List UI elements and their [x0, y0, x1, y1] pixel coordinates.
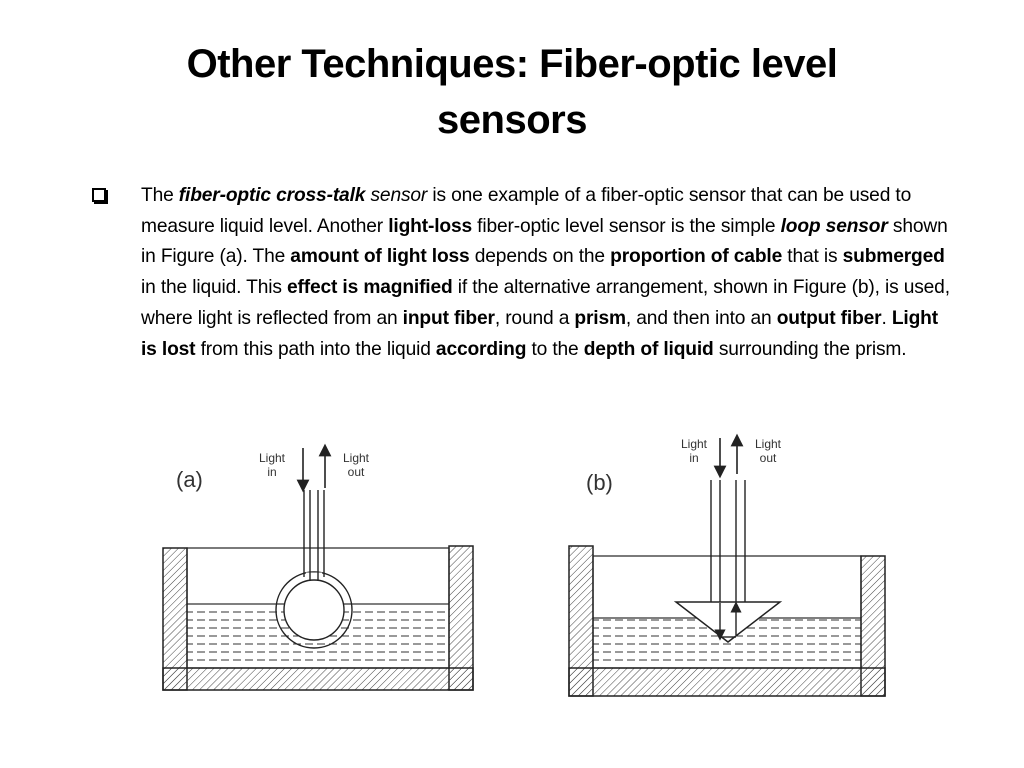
paragraph-run: output fiber — [776, 307, 882, 329]
paragraph-run: input fiber — [402, 307, 495, 329]
paragraph-run: Light is lost — [141, 307, 938, 360]
slide-title: Other Techniques: Fiber-optic level sens… — [90, 36, 934, 148]
paragraph-run: surrounding the prism. — [713, 338, 907, 360]
figure-a-loop-sensor: (a) Light in Light out — [160, 432, 480, 694]
paragraph-run: loop sensor — [780, 215, 888, 237]
figure-a-diagram: (a) Light in Light out — [162, 443, 474, 691]
figure-a-light-in-label: Light — [259, 451, 286, 465]
figure-b-prism-sensor: (b) Light in Light out — [566, 432, 896, 702]
paragraph-run: proportion of cable — [610, 246, 783, 268]
checkbox-bullet-icon — [92, 188, 106, 202]
figure-b-prism — [673, 601, 783, 643]
figure-a-vessel — [162, 545, 474, 691]
paragraph-run: fiber-optic level sensor is the simple — [472, 215, 781, 237]
paragraph-run: to the — [526, 338, 584, 360]
paragraph-run: prism — [574, 307, 626, 329]
bullet-paragraph: The fiber-optic cross-talk sensor is one… — [141, 181, 951, 365]
paragraph-run: , and then into an — [625, 307, 777, 329]
paragraph-run: shown in Figure (a). The — [141, 215, 948, 268]
figure-a-fiber-loop — [275, 490, 353, 649]
figure-a-label: (a) — [176, 467, 203, 492]
paragraph-run: that is — [782, 246, 843, 268]
paragraph-run: amount of light loss — [290, 246, 470, 268]
slide-title-line-2: sensors — [437, 98, 587, 142]
figure-b-light-out-label: Light — [755, 437, 782, 451]
paragraph-run: fiber-optic cross-talk — [178, 185, 366, 206]
paragraph-run: depth of liquid — [583, 338, 714, 360]
paragraph-run: sensor — [370, 185, 428, 206]
figure-b-label: (b) — [586, 470, 613, 495]
figure-b-fibers — [710, 480, 746, 602]
paragraph-run: if the alternative arrangement, shown in… — [141, 277, 950, 329]
figure-b-vessel — [568, 545, 886, 697]
figure-b-light-in-label: Light — [681, 437, 708, 451]
paragraph-run: according — [435, 338, 527, 360]
figure-a-light-out-label-2: out — [348, 465, 365, 479]
figure-a-light-in-label-2: in — [267, 465, 276, 479]
paragraph-run: depends on the — [469, 246, 611, 268]
paragraph-run: is one example of a fiber-optic sensor t… — [141, 185, 912, 237]
paragraph-run: . — [881, 307, 892, 329]
figure-b-diagram: (b) Light in Light out — [568, 433, 886, 697]
paragraph-run: , round a — [494, 307, 575, 329]
paragraph-run: in the liquid. This — [141, 277, 287, 299]
paragraph-run: The — [141, 185, 179, 206]
figure-b-light-out-label-2: out — [760, 451, 777, 465]
figure-b-light-in-label-2: in — [689, 451, 698, 465]
paragraph-run: from this path into the liquid — [195, 338, 436, 360]
figure-a-light-out-label: Light — [343, 451, 370, 465]
slide-title-line-1: Other Techniques: Fiber-optic level — [186, 42, 838, 86]
paragraph-run: light-loss — [388, 215, 472, 237]
paragraph-run: submerged — [842, 246, 945, 268]
paragraph-run: effect is magnified — [286, 277, 453, 299]
